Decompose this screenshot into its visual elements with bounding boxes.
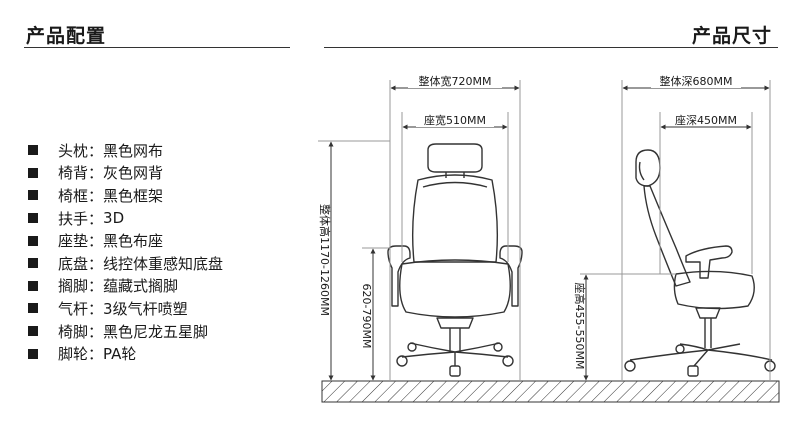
spec-key: 脚轮 — [58, 345, 89, 364]
spec-item-armrest: 扶手：3D — [28, 207, 223, 230]
spec-separator: ： — [88, 186, 104, 205]
seat-height-side-label: 座高455-550MM — [573, 283, 587, 370]
spec-separator: ： — [88, 232, 104, 251]
seat-depth-label: 座深450MM — [675, 113, 737, 127]
spec-key: 椅脚 — [58, 322, 89, 341]
bullet-icon — [28, 145, 38, 156]
spec-item-seat-cushion: 座垫：黑色布座 — [28, 229, 223, 252]
spec-separator: ： — [88, 322, 104, 341]
spec-item-headrest: 头枕：黑色网布 — [28, 139, 223, 162]
chair-side-view — [624, 149, 776, 377]
spec-value: PA轮 — [103, 345, 137, 364]
bullet-icon — [28, 280, 38, 291]
overall-depth-label: 整体深680MM — [660, 74, 733, 88]
spec-key: 椅背 — [58, 164, 89, 183]
label-bg — [651, 73, 741, 88]
chair-front-view — [387, 143, 523, 377]
bullet-icon — [28, 190, 38, 201]
spec-separator: ： — [88, 164, 104, 183]
spec-item-footrest: 搁脚：蕴藏式搁脚 — [28, 275, 223, 298]
bullet-icon — [28, 348, 38, 359]
spec-key: 气杆 — [58, 299, 89, 318]
spec-item-base: 椅脚：黑色尼龙五星脚 — [28, 320, 223, 343]
side-arrows — [583, 85, 770, 381]
config-title-underline — [24, 47, 290, 48]
spec-value: 线控体重感知底盘 — [103, 254, 224, 273]
bullet-icon — [28, 303, 38, 314]
spec-value: 黑色布座 — [103, 232, 164, 251]
spec-separator: ： — [88, 299, 104, 318]
bullet-icon — [28, 167, 38, 178]
bullet-icon — [28, 326, 38, 337]
spec-item-gas-lift: 气杆：3级气杆喷塑 — [28, 297, 223, 320]
spec-item-backrest: 椅背：灰色网背 — [28, 162, 223, 185]
front-arrows — [328, 85, 520, 381]
spec-separator: ： — [88, 345, 104, 364]
spec-item-frame: 椅框：黑色框架 — [28, 184, 223, 207]
spec-value: 黑色尼龙五星脚 — [103, 322, 209, 341]
spec-key: 头枕 — [58, 141, 89, 160]
bullet-icon — [28, 235, 38, 246]
spec-value: 蕴藏式搁脚 — [103, 277, 179, 296]
floor-hatch — [321, 380, 780, 403]
bullet-icon — [28, 258, 38, 269]
spec-value: 黑色网布 — [103, 141, 164, 160]
spec-item-casters: 脚轮：PA轮 — [28, 342, 223, 365]
spec-separator: ： — [88, 209, 104, 228]
overall-width-label: 整体宽720MM — [419, 74, 492, 88]
section-title-dimensions: 产品尺寸 — [691, 25, 772, 47]
spec-list: 头枕：黑色网布 椅背：灰色网背 椅框：黑色框架 扶手：3D 座垫：黑色布座 底盘… — [28, 139, 223, 365]
section-title-config: 产品配置 — [26, 25, 107, 47]
label-bg — [408, 73, 502, 88]
spec-separator: ： — [88, 141, 104, 160]
spec-item-mechanism: 底盘：线控体重感知底盘 — [28, 252, 223, 275]
spec-separator: ： — [88, 254, 104, 273]
spec-value: 黑色框架 — [103, 186, 164, 205]
spec-value: 3级气杆喷塑 — [103, 299, 188, 318]
bullet-icon — [28, 213, 38, 224]
spec-key: 底盘 — [58, 254, 89, 273]
front-dimension-lines — [318, 80, 521, 381]
spec-separator: ： — [88, 277, 104, 296]
spec-value: 3D — [103, 209, 125, 228]
spec-key: 搁脚 — [58, 277, 89, 296]
side-dimension-lines — [580, 80, 771, 381]
label-bg — [416, 112, 494, 127]
spec-key: 椅框 — [58, 186, 89, 205]
dimensions-title-underline — [324, 47, 778, 48]
seat-width-label: 座宽510MM — [424, 113, 486, 127]
spec-key: 座垫 — [58, 232, 89, 251]
spec-key: 扶手 — [58, 209, 89, 228]
spec-value: 灰色网背 — [103, 164, 164, 183]
seat-height-front-label: 620-790MM — [360, 284, 373, 349]
overall-height-label: 整体高1170-1260MM — [318, 204, 332, 316]
